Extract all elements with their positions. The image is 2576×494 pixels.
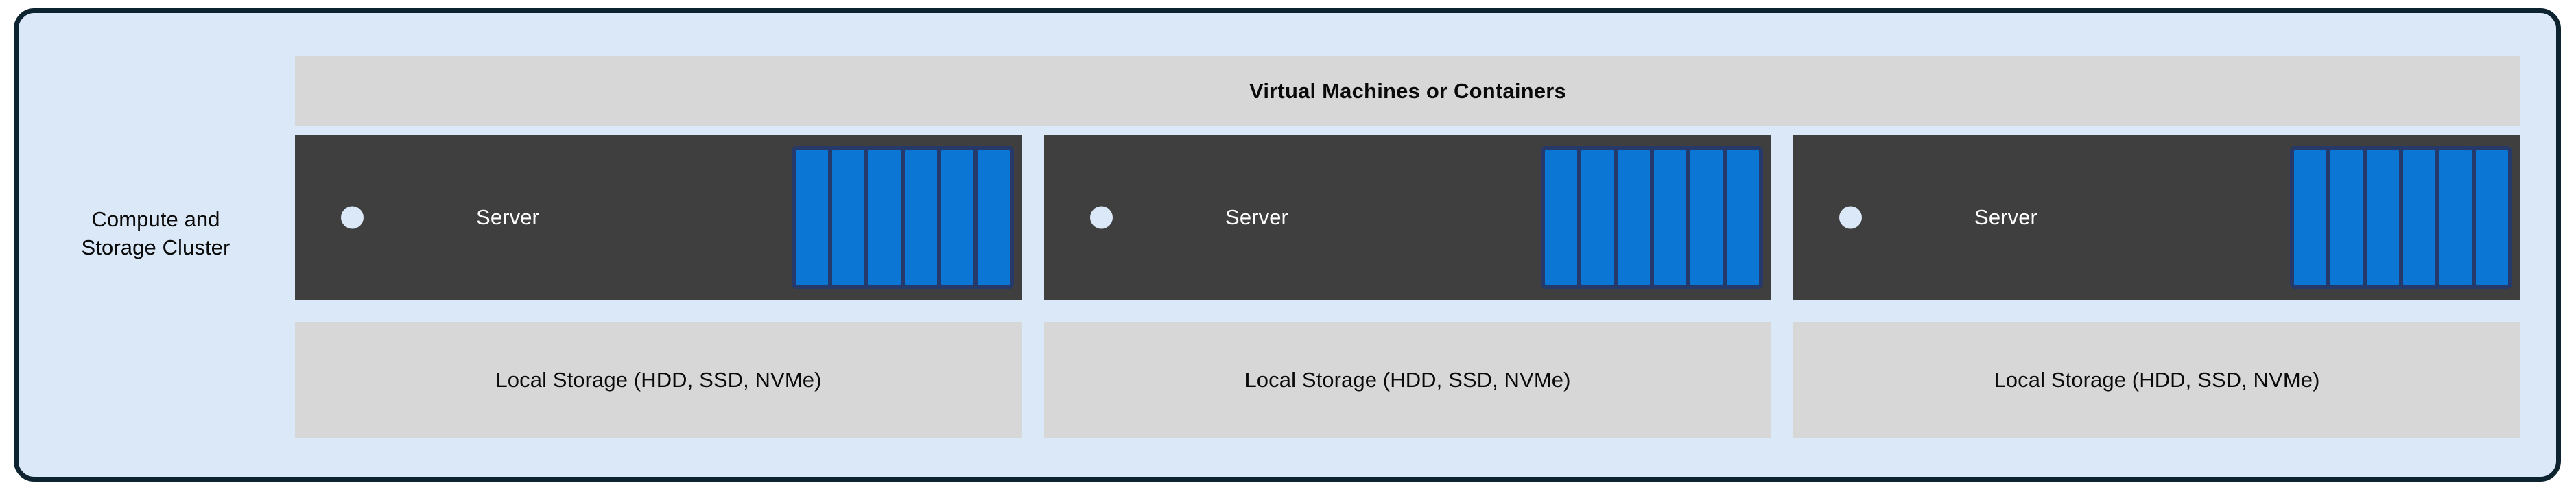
vm-block	[1618, 150, 1650, 285]
vm-block	[1581, 150, 1614, 285]
cluster-node: Server Local Storage (HDD, SSD, NVMe)	[1793, 135, 2520, 438]
vm-block	[1690, 150, 1723, 285]
cluster-node: Server Local Storage (HDD, SSD, NVMe)	[295, 135, 1022, 438]
local-storage-label: Local Storage (HDD, SSD, NVMe)	[1244, 368, 1571, 392]
server-chassis: Server	[1044, 135, 1771, 300]
server-label: Server	[1974, 205, 2037, 229]
vm-bay-group	[792, 146, 1014, 289]
vm-block	[1654, 150, 1686, 285]
vm-block	[905, 150, 937, 285]
vm-block	[868, 150, 901, 285]
server-chassis: Server	[1793, 135, 2520, 300]
vm-bay-group	[1541, 146, 1763, 289]
vm-block	[2330, 150, 2363, 285]
status-led-icon	[1839, 206, 1862, 229]
vm-block	[2439, 150, 2472, 285]
cluster-node: Server Local Storage (HDD, SSD, NVMe)	[1044, 135, 1771, 438]
vm-block	[796, 150, 828, 285]
local-storage-label: Local Storage (HDD, SSD, NVMe)	[1994, 368, 2320, 392]
vm-block	[2403, 150, 2435, 285]
server-chassis: Server	[295, 135, 1022, 300]
virtual-machines-band-label: Virtual Machines or Containers	[1249, 79, 1566, 103]
vm-block	[2367, 150, 2399, 285]
vm-block	[2476, 150, 2508, 285]
vm-block	[978, 150, 1010, 285]
vm-block	[2294, 150, 2326, 285]
cluster-label: Compute and Storage Cluster	[81, 207, 231, 259]
status-led-icon	[1090, 206, 1113, 229]
local-storage-band: Local Storage (HDD, SSD, NVMe)	[1793, 322, 2520, 438]
vm-block	[1727, 150, 1759, 285]
compute-storage-cluster-container: Compute and Storage Cluster Virtual Mach…	[14, 8, 2561, 482]
local-storage-band: Local Storage (HDD, SSD, NVMe)	[295, 322, 1022, 438]
vm-block	[832, 150, 864, 285]
server-label: Server	[1225, 205, 1288, 229]
status-led-icon	[341, 206, 364, 229]
virtual-machines-band: Virtual Machines or Containers	[295, 56, 2520, 126]
vm-block	[1545, 150, 1577, 285]
vm-block	[941, 150, 973, 285]
cluster-nodes-row: Server Local Storage (HDD, SSD, NVMe) Se…	[295, 135, 2520, 438]
local-storage-band: Local Storage (HDD, SSD, NVMe)	[1044, 322, 1771, 438]
local-storage-label: Local Storage (HDD, SSD, NVMe)	[495, 368, 822, 392]
server-label: Server	[476, 205, 539, 229]
vm-bay-group	[2290, 146, 2512, 289]
